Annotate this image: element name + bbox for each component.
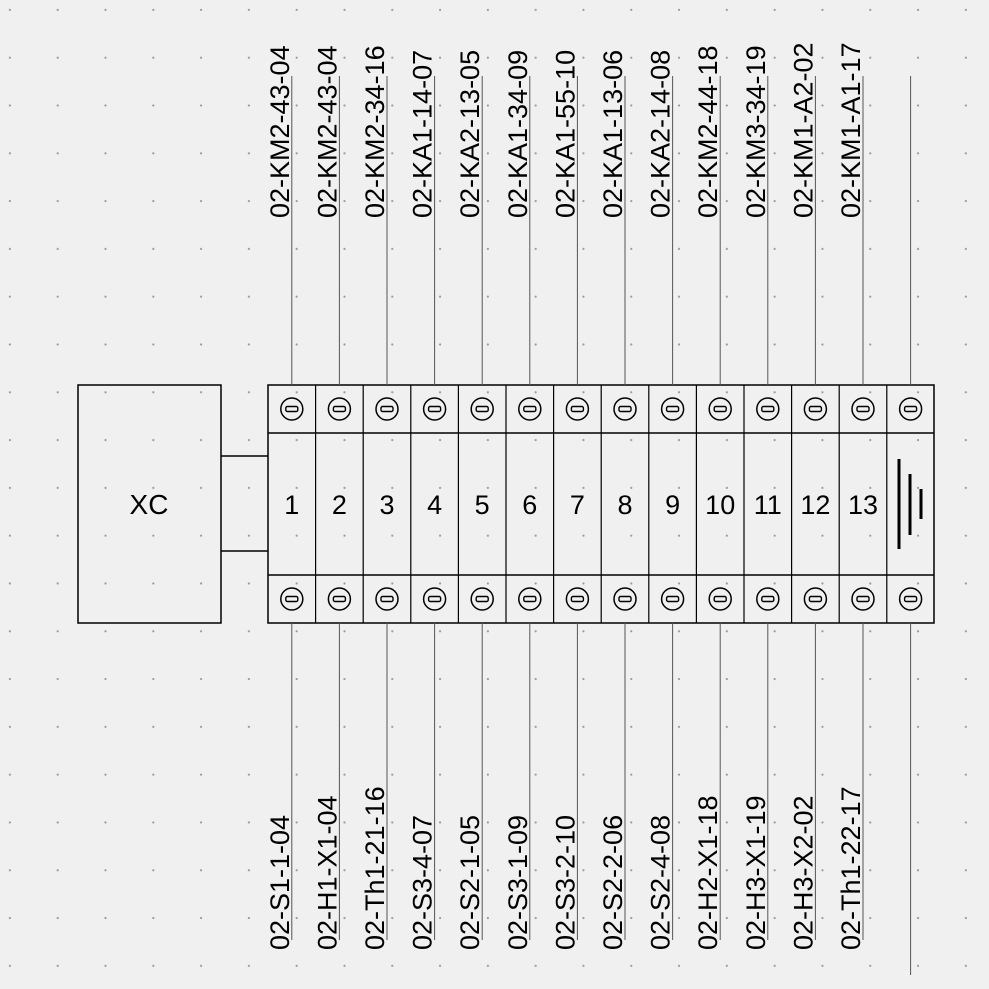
terminal: 5 02-KA2-13-05 02-S2-1-05 xyxy=(455,50,494,950)
screw-icon xyxy=(422,397,447,421)
terminal: 4 02-KA1-14-07 02-S3-4-07 xyxy=(408,50,447,950)
terminal-number: 5 xyxy=(475,490,490,520)
terminals: 1 02-KM2-43-04 02-S1-1-04 2 02-KM2-43-04 02-H… xyxy=(265,42,888,950)
screw-icon xyxy=(660,587,685,611)
terminal-top-label: 02-KM2-43-04 xyxy=(312,45,342,218)
terminal-top-label: 02-KA1-34-09 xyxy=(503,50,533,218)
screw-icon xyxy=(851,397,875,421)
terminal-number: 13 xyxy=(848,490,878,520)
terminal: 2 02-KM2-43-04 02-H1-X1-04 xyxy=(312,45,352,950)
ground-terminal xyxy=(897,76,923,975)
terminal-bottom-label: 02-S2-1-05 xyxy=(455,815,485,950)
terminal-top-label: 02-KM3-34-19 xyxy=(741,45,771,218)
screw-icon xyxy=(708,587,732,611)
terminal-bottom-label: 02-Th1-22-17 xyxy=(836,786,866,950)
terminal: 10 02-KM2-44-18 02-H2-X1-18 xyxy=(693,45,735,950)
screw-icon xyxy=(280,587,304,611)
screw-icon xyxy=(660,397,685,421)
screw-icon xyxy=(327,587,352,611)
terminal: 12 02-KM1-A2-02 02-H3-X2-02 xyxy=(788,42,830,950)
terminal-top-label: 02-KM2-43-04 xyxy=(265,45,295,218)
screw-icon xyxy=(708,397,732,421)
screw-icon xyxy=(518,587,542,611)
terminal-number: 1 xyxy=(284,490,299,520)
screw-icon xyxy=(803,587,828,611)
terminal-number: 9 xyxy=(665,490,680,520)
device-label: XC xyxy=(130,489,169,520)
screw-icon xyxy=(613,397,637,421)
terminal: 9 02-KA2-14-08 02-S2-4-08 xyxy=(646,50,685,950)
screw-icon xyxy=(565,397,590,421)
screw-icon xyxy=(327,397,352,421)
screw-icon xyxy=(280,397,304,421)
terminal-number: 2 xyxy=(332,490,347,520)
terminal-top-label: 02-KM2-34-16 xyxy=(360,45,390,218)
device-box: XC xyxy=(77,384,222,624)
terminal: 7 02-KA1-55-10 02-S3-2-10 xyxy=(550,50,590,950)
terminal-top-label: 02-KA1-13-06 xyxy=(598,50,628,218)
terminal: 6 02-KA1-34-09 02-S3-1-09 xyxy=(503,50,542,950)
terminal-bottom-label: 02-S3-4-07 xyxy=(408,815,438,950)
terminal-bottom-label: 02-S3-2-10 xyxy=(550,815,580,950)
terminal-top-label: 02-KA2-13-05 xyxy=(455,50,485,218)
screw-icon xyxy=(518,397,542,421)
terminal: 13 02-KM1-A1-17 02-Th1-22-17 xyxy=(836,42,878,950)
terminal-bottom-label: 02-H1-X1-04 xyxy=(312,795,342,950)
terminal-bottom-label: 02-S2-2-06 xyxy=(598,815,628,950)
terminal: 8 02-KA1-13-06 02-S2-2-06 xyxy=(598,50,637,950)
screw-icon xyxy=(375,587,399,611)
screw-icon xyxy=(851,587,875,611)
screw-icon xyxy=(565,587,590,611)
screw-icon xyxy=(756,397,780,421)
terminal-bottom-label: 02-S2-4-08 xyxy=(646,815,676,950)
screw-icon xyxy=(898,587,923,611)
terminal-number: 4 xyxy=(427,490,442,520)
terminal-number: 10 xyxy=(705,490,735,520)
terminal-bottom-label: 02-H3-X2-02 xyxy=(788,795,818,950)
terminal-top-label: 02-KM2-44-18 xyxy=(693,45,723,218)
screw-icon xyxy=(375,397,399,421)
terminal: 11 02-KM3-34-19 02-H3-X1-19 xyxy=(741,45,782,950)
terminal-number: 3 xyxy=(379,490,394,520)
terminal-bottom-label: 02-S1-1-04 xyxy=(265,815,295,950)
terminal-bottom-label: 02-S3-1-09 xyxy=(503,815,533,950)
terminal-top-label: 02-KM1-A1-17 xyxy=(836,42,866,218)
screw-icon xyxy=(470,587,494,611)
screw-icon xyxy=(898,397,923,421)
terminal-top-label: 02-KA2-14-08 xyxy=(646,50,676,218)
screw-icon xyxy=(470,397,494,421)
terminal-top-label: 02-KM1-A2-02 xyxy=(788,42,818,218)
terminal: 3 02-KM2-34-16 02-Th1-21-16 xyxy=(360,45,399,950)
terminal-number: 11 xyxy=(754,490,782,520)
terminal-bottom-label: 02-H3-X1-19 xyxy=(741,795,771,950)
terminal: 1 02-KM2-43-04 02-S1-1-04 xyxy=(265,45,304,950)
terminal-top-label: 02-KA1-14-07 xyxy=(408,50,438,218)
terminal-bottom-label: 02-Th1-21-16 xyxy=(360,786,390,950)
screw-icon xyxy=(756,587,780,611)
screw-icon xyxy=(803,397,828,421)
terminal-number: 7 xyxy=(570,490,585,520)
screw-icon xyxy=(422,587,447,611)
terminal-bottom-label: 02-H2-X1-18 xyxy=(693,795,723,950)
terminal-number: 12 xyxy=(800,490,830,520)
terminal-number: 8 xyxy=(617,490,632,520)
terminal-top-label: 02-KA1-55-10 xyxy=(550,50,580,218)
ground-icon xyxy=(897,459,923,549)
screw-icon xyxy=(613,587,637,611)
terminal-number: 6 xyxy=(522,490,537,520)
